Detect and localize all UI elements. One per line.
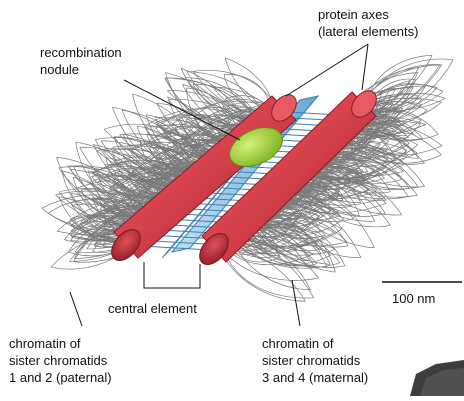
scale-bar-label: 100 nm bbox=[392, 290, 462, 307]
chromatin-maternal-label-clip: chromatin of sister chromatids 3 and 4 (… bbox=[262, 335, 392, 395]
recombination-nodule-label: recombination nodule bbox=[40, 44, 170, 78]
protein-axes-label: protein axes (lateral elements) bbox=[318, 6, 464, 40]
micrograph-fragment bbox=[410, 360, 464, 396]
chromatin-paternal-label: chromatin of sister chromatids 1 and 2 (… bbox=[9, 335, 209, 386]
central-element-label: central element bbox=[108, 300, 258, 317]
chromatin-maternal-label: chromatin of sister chromatids 3 and 4 (… bbox=[262, 335, 368, 386]
